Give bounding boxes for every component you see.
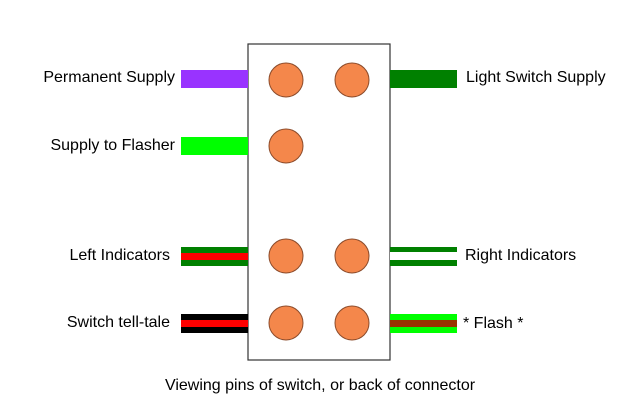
label-flash: * Flash * xyxy=(463,315,524,332)
pin-right-indicators xyxy=(334,238,370,274)
label-left-indicators: Left Indicators xyxy=(69,247,171,264)
wire-supply-to-flasher xyxy=(181,137,248,155)
wire-flash xyxy=(390,314,457,333)
pin-flash xyxy=(334,305,370,341)
label-right-indicators: Right Indicators xyxy=(465,247,577,264)
diagram-caption: Viewing pins of switch, or back of conne… xyxy=(164,377,476,394)
wire-left-indicators xyxy=(181,247,248,266)
pin-flasher xyxy=(268,128,304,164)
wire-light-switch-supply xyxy=(390,70,457,88)
label-switch-tell-tale: Switch tell-tale xyxy=(66,314,170,331)
pin-tell-tale xyxy=(268,305,304,341)
pin-top-left xyxy=(268,62,304,98)
wire-switch-tell-tale xyxy=(181,314,248,333)
label-light-switch-supply: Light Switch Supply xyxy=(466,69,606,86)
wire-right-indicators xyxy=(390,247,457,266)
pin-left-indicators xyxy=(268,238,304,274)
pin-top-right xyxy=(334,62,370,98)
wire-permanent-supply xyxy=(181,70,248,88)
label-supply-to-flasher: Supply to Flasher xyxy=(50,137,175,154)
connector-body xyxy=(247,43,391,361)
label-permanent-supply: Permanent Supply xyxy=(43,69,175,86)
